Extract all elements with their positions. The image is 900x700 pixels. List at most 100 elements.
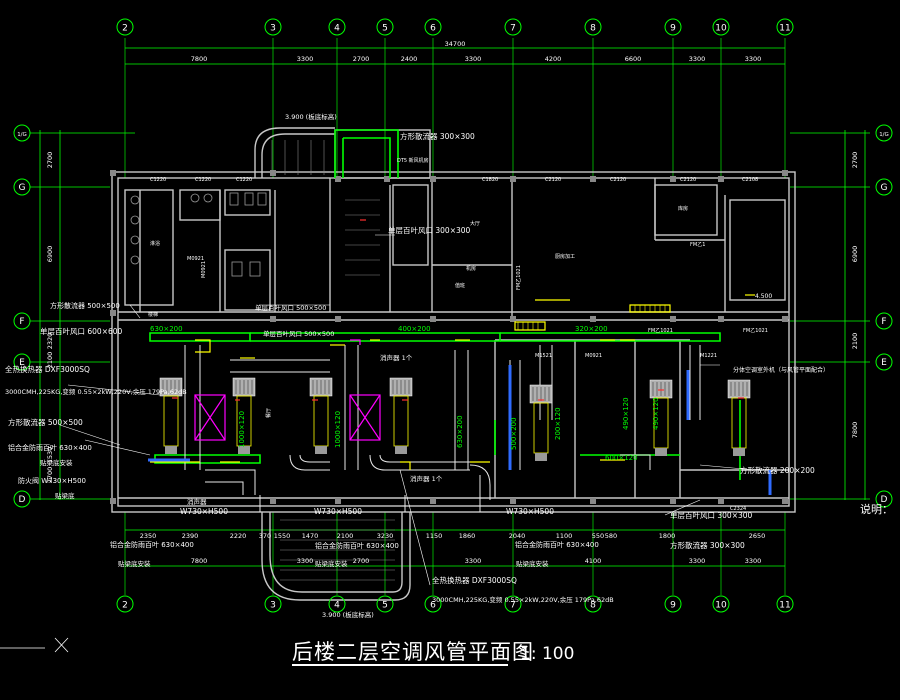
annotation-text: 1000×120 — [238, 411, 246, 448]
annotation-text: 贴梁底 — [55, 491, 75, 500]
column-square — [510, 176, 516, 182]
annotation-text: FM乙1021 — [515, 265, 522, 290]
annotation-text: 防火阀 W730×H500 — [18, 476, 86, 485]
annotation-text: 全热换热器 DXF3000SQ — [5, 364, 90, 374]
column-square — [270, 170, 276, 176]
dimension-text: 3300 — [297, 557, 314, 565]
annotation-text: W730×H500 — [314, 507, 362, 516]
row-axis-bubble: 1/G — [875, 124, 893, 142]
annotation-text: C1220 — [150, 177, 166, 183]
fan-coil-units — [159, 377, 751, 461]
row-axis-label: E — [19, 358, 25, 368]
column-square — [270, 498, 276, 504]
column-axis-bubble-11: 11 — [776, 595, 794, 613]
column-axis-label: 9 — [670, 601, 676, 611]
dimension-text: 2700 — [46, 467, 54, 484]
dimension-text: 34700 — [445, 40, 466, 48]
duct-fittings — [150, 294, 755, 470]
annotation-text: 铝合金防雨百叶 630×400 — [315, 541, 399, 550]
annotation-text: M1221 — [700, 353, 717, 359]
annotation-text: 餐厅 — [265, 408, 272, 418]
title-underline — [292, 664, 508, 666]
column-axis-bubble-6: 6 — [424, 18, 442, 36]
dimension-text: 2700 — [46, 152, 54, 169]
duct-runs — [184, 345, 701, 512]
dimension-text: 7800 — [191, 55, 208, 63]
annotation-text: FM乙1 — [690, 241, 705, 248]
annotation-text: DT5 新风机房 — [397, 157, 429, 164]
annotation-text: 铝合金防雨百叶 630×400 — [8, 443, 92, 452]
vertical-axis-lines — [124, 38, 786, 595]
column-axis-bubble-2: 2 — [116, 18, 134, 36]
dimension-text: 2100 — [337, 532, 354, 540]
dimension-text: 3230 — [377, 532, 394, 540]
structural-columns — [110, 170, 788, 504]
dimension-text: 3300 — [465, 557, 482, 565]
row-axis-label: F — [19, 317, 24, 327]
dimension-text: 1150 — [426, 532, 443, 540]
dimension-text: 6600 — [625, 55, 642, 63]
column-axis-label: 5 — [382, 601, 388, 611]
column-axis-bubble-9: 9 — [664, 595, 682, 613]
column-axis-bubble-4: 4 — [328, 18, 346, 36]
column-axis-label: 6 — [430, 601, 436, 611]
row-axis-bubble: D — [875, 490, 893, 508]
annotation-text: 600×120 — [605, 454, 638, 462]
annotation-text: 3000CMH,225KG,变频 0.55×2kW,220V,余压 179Pa,… — [5, 387, 187, 396]
column-axis-label: 6 — [430, 24, 436, 34]
fan-coil-unit — [309, 377, 333, 454]
annotation-text: M0921 — [201, 261, 207, 278]
dimension-text: 1860 — [459, 532, 476, 540]
dimension-text: 3300 — [745, 55, 762, 63]
fan-coil-unit — [727, 379, 751, 456]
annotation-text: 消声器 1个 — [410, 474, 443, 483]
annotation-text: 490×120 — [652, 397, 660, 430]
dimension-text: 2040 — [509, 532, 526, 540]
annotation-text: 500×200 — [510, 417, 518, 450]
dimension-text: 3300 — [689, 55, 706, 63]
column-axis-bubble-3: 3 — [264, 18, 282, 36]
annotation-text: M0921 — [585, 353, 602, 359]
column-square — [430, 316, 436, 322]
annotation-text: 方形散流器 300×300 — [400, 131, 475, 141]
column-axis-label: 10 — [715, 601, 727, 611]
column-square — [590, 176, 596, 182]
column-axis-bubble-2: 2 — [116, 595, 134, 613]
dimension-text: 3300 — [745, 557, 762, 565]
column-square — [335, 498, 341, 504]
annotation-text: 200×120 — [554, 407, 562, 440]
row-axis-label: F — [881, 317, 886, 327]
fan-coil-unit — [649, 379, 673, 456]
column-axis-label: 4 — [334, 601, 340, 611]
column-square — [718, 498, 724, 504]
blue-duct-segments — [148, 365, 772, 495]
dimension-text: 1530 — [46, 447, 54, 464]
annotation-text: 4.500 — [755, 293, 772, 300]
dimension-text: 2700 — [353, 55, 370, 63]
drawing-title: 后楼二层空调风管平面图 — [292, 640, 534, 664]
column-square — [670, 498, 676, 504]
annotation-text: M1521 — [535, 353, 552, 359]
annotation-text: 方形散流器 500×500 — [8, 417, 83, 427]
annotation-text: 单层百叶风口 300×300 — [670, 510, 753, 520]
annotation-text: 值班 — [455, 282, 465, 289]
dimension-text: 6900 — [851, 246, 859, 263]
annotation-text: 单层百叶风口 600×600 — [40, 326, 123, 336]
column-axis-bubble-8: 8 — [584, 595, 602, 613]
dimension-text: 2700 — [851, 152, 859, 169]
annotation-text: 1000×120 — [334, 411, 342, 448]
dimension-text: 2220 — [230, 532, 247, 540]
row-axis-bubble: D — [13, 490, 31, 508]
annotation-text: FM乙1021 — [743, 327, 768, 334]
annotation-text: 铝合金防雨百叶 630×400 — [515, 540, 599, 549]
column-square — [430, 176, 436, 182]
building-walls — [111, 127, 796, 601]
annotation-text: FM乙1021 — [648, 327, 673, 334]
annotation-text: 库房 — [678, 205, 688, 212]
dimension-text: 1800 — [659, 532, 676, 540]
annotation-text: C1220 — [195, 177, 211, 183]
column-square — [718, 316, 724, 322]
column-square — [110, 170, 116, 176]
column-axis-bubble-6: 6 — [424, 595, 442, 613]
